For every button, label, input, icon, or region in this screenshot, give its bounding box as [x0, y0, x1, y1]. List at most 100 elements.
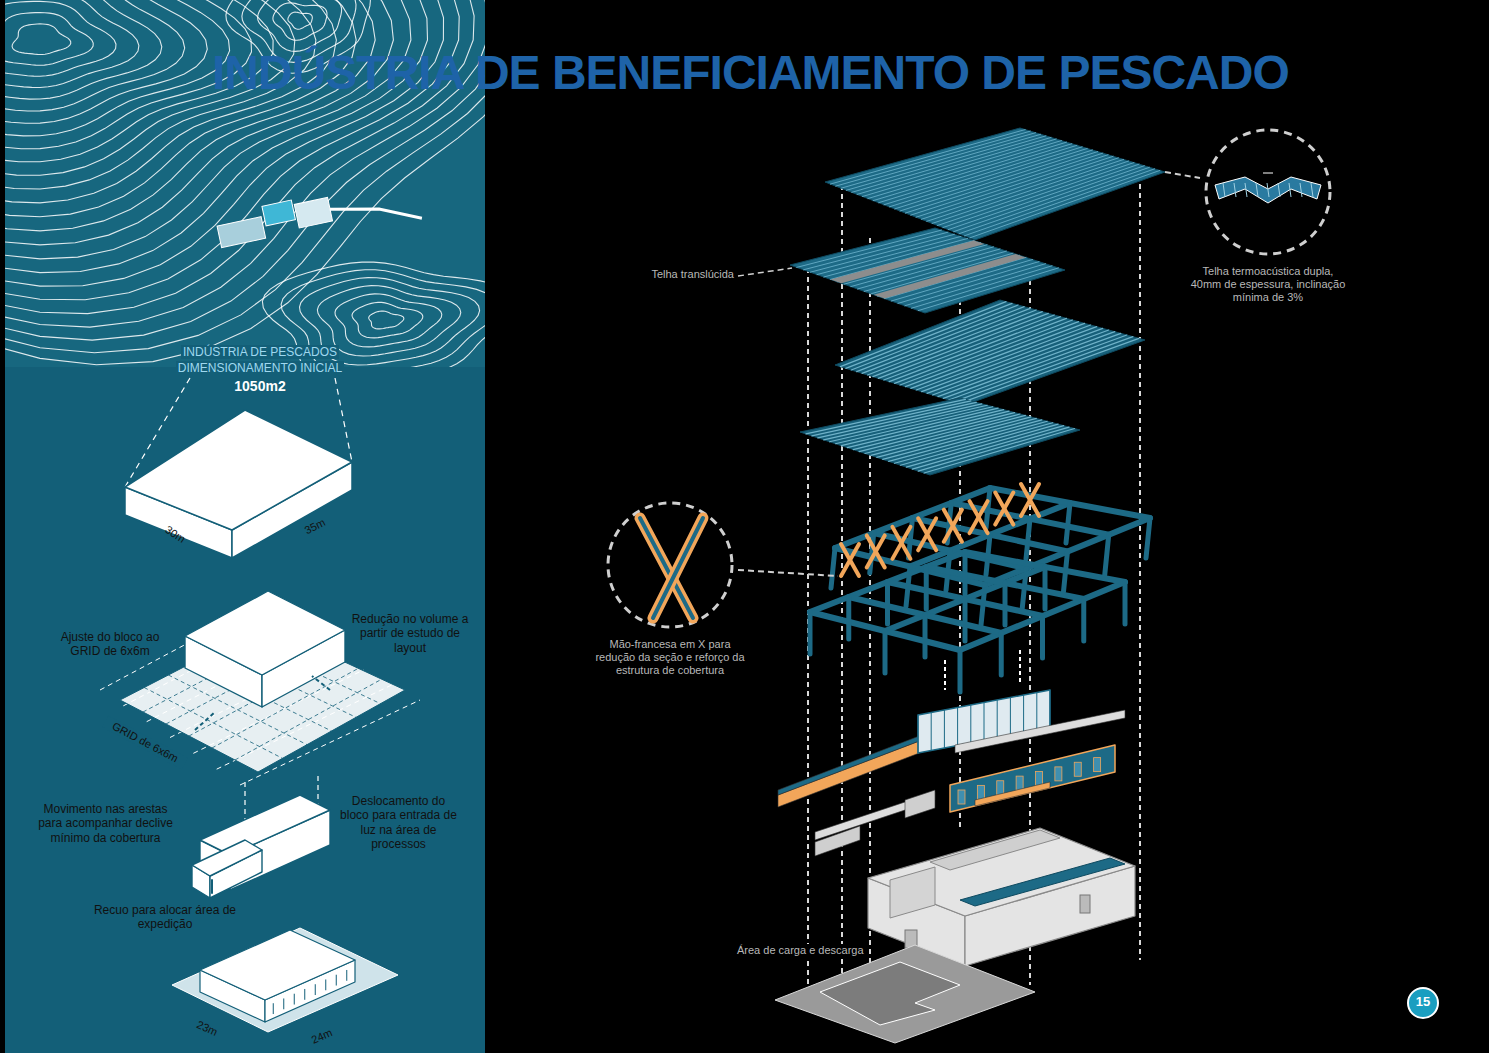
mullion [957, 708, 958, 746]
contour-line [5, 0, 459, 300]
brace [995, 493, 1013, 525]
building-wall [930, 830, 1060, 870]
contour-line [5, 0, 185, 111]
column [1081, 599, 1086, 641]
area-value: 1050m2 [130, 378, 390, 395]
window-mark [294, 994, 295, 1004]
site-plan [215, 174, 422, 260]
step-note: Recuo para alocar área de expedição [90, 903, 240, 932]
roof-stripe [889, 420, 1042, 462]
leader-line [244, 782, 245, 822]
profile-rib [1289, 183, 1291, 197]
roof-stripe [954, 166, 1145, 232]
door [1080, 895, 1090, 913]
roof-stripe [871, 253, 1013, 294]
column [986, 488, 990, 528]
column [958, 650, 963, 692]
exploded-axonometric [775, 128, 1165, 1043]
drop-arrow [1019, 650, 1021, 685]
brace [944, 510, 962, 542]
brace [970, 501, 988, 533]
building-base [868, 828, 1135, 966]
mullion [931, 713, 932, 751]
layer-label: Telha translúcida [630, 268, 734, 281]
initial-volume [125, 410, 352, 558]
building-room [890, 867, 935, 918]
contour-line [5, 13, 93, 66]
roof-stripe [938, 332, 1115, 397]
guide-line [1139, 175, 1141, 960]
mullion [997, 700, 998, 738]
window-mark [336, 975, 337, 985]
guide-line [807, 268, 809, 1000]
block-top [125, 410, 352, 530]
brace [841, 544, 859, 576]
step-note: Movimento nas arestas para acompanhar de… [38, 802, 173, 845]
roof-stripe [797, 230, 942, 267]
block-top [200, 930, 355, 1000]
ground-plate [775, 945, 1035, 1043]
building-roofstrip [960, 858, 1125, 906]
mullion [1023, 695, 1024, 733]
column [923, 615, 928, 657]
guide-line [869, 238, 871, 985]
board-title: INDÚSTRIA DE BENEFICIAMENTO DE PESCADO [212, 44, 1289, 102]
column [1146, 518, 1150, 558]
mullion [1010, 698, 1011, 736]
roof-stripe [948, 164, 1139, 230]
leader-line [335, 378, 352, 462]
brace-arm [653, 518, 703, 618]
mullion [970, 705, 971, 743]
roof-stripe [924, 429, 1074, 474]
roof-stripe [912, 426, 1063, 470]
loading-area [820, 962, 960, 1025]
x-brace [995, 493, 1013, 525]
brace [867, 535, 885, 567]
detail-ring [608, 503, 732, 627]
mullion [944, 710, 945, 748]
roof-stripe [844, 245, 987, 284]
leader-line [1165, 172, 1200, 178]
contour-line [5, 0, 336, 203]
roof-profile [1215, 177, 1321, 203]
roof-stripe [859, 413, 1014, 452]
detail-outline [1203, 127, 1333, 257]
x-brace [918, 518, 936, 550]
area-label: Área de carga e descarga [735, 944, 866, 957]
brace [892, 527, 910, 559]
site-road [330, 191, 422, 237]
roof-stripe [906, 424, 1058, 467]
x-brace [944, 510, 962, 542]
brace [1021, 484, 1039, 516]
drop-arrow [944, 660, 946, 690]
window [1094, 758, 1101, 772]
profile-rib [1300, 183, 1302, 197]
roof-stripe [933, 330, 1109, 395]
page-number: 15 [1408, 994, 1438, 1010]
site-industry [262, 200, 296, 226]
page-badge [1408, 988, 1438, 1018]
roof-stripe [949, 335, 1127, 400]
roof-stripe [912, 266, 1053, 308]
wall-panel [950, 745, 1115, 812]
detail-circle-roof: Telha termoacústica dupla, 40mm de espes… [1203, 127, 1333, 257]
mullion [1050, 690, 1051, 728]
contour-line [5, 0, 356, 217]
window-mark [283, 999, 284, 1009]
translucent-band [831, 241, 985, 284]
window-mark [273, 1004, 274, 1014]
contour-line [5, 0, 230, 136]
site-building [294, 197, 332, 228]
column [963, 552, 968, 594]
column [1066, 503, 1070, 543]
contour-line [273, 3, 327, 40]
brace [918, 518, 936, 550]
column [883, 631, 888, 673]
panel-heading: DIMENSIONAMENTO INICIAL [176, 361, 344, 375]
move-arrow [195, 712, 215, 730]
window [1074, 762, 1081, 776]
brace [918, 518, 936, 550]
column [963, 599, 968, 641]
contour-line [288, 12, 312, 29]
profile-rib [1267, 183, 1269, 197]
